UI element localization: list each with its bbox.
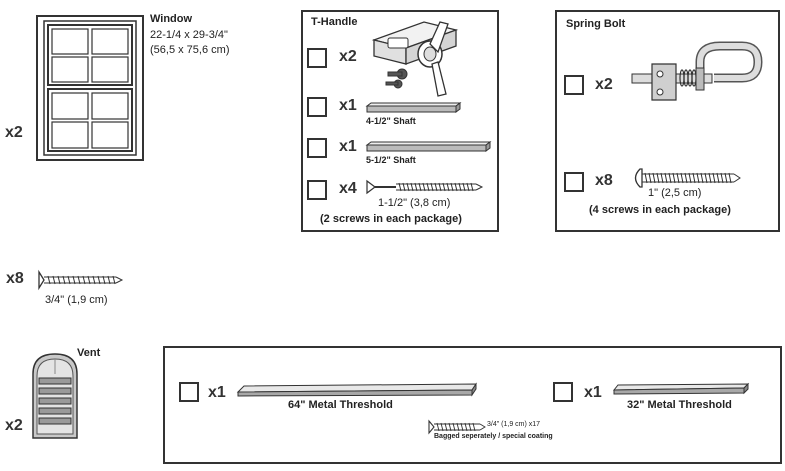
threshold-64-quantity: x1 [208,384,226,401]
threshold-screw-icon [428,419,486,435]
long-screw-icon [366,179,484,195]
shaft-4-5-quantity: x1 [339,97,357,114]
window-quantity: x2 [5,124,23,141]
threshold-screw-note: Bagged seperately / special coating [434,433,553,440]
loose-screws-quantity: x8 [6,270,24,287]
long-screws-note: (2 screws in each package) [320,213,462,225]
loose-screws-size: 3/4" (1,9 cm) [45,294,108,306]
vent-quantity: x2 [5,417,23,434]
spring-bolt-screws-quantity: x8 [595,172,613,189]
window-title: Window [150,13,193,25]
t-handle-quantity: x2 [339,48,357,65]
shaft-4-5-illustration [365,102,462,113]
spring-bolt-screws-size: 1" (2,5 cm) [648,187,702,199]
shaft-5-5-quantity: x1 [339,138,357,155]
shaft-4-5-checkbox[interactable] [307,97,327,117]
short-screw-icon [38,269,124,291]
threshold-screw-size: 3/4" (1,9 cm) x17 [487,421,541,428]
window-size-inches: 22-1/4 x 29-3/4" [150,29,228,41]
long-screws-quantity: x4 [339,180,357,197]
window-size-cm: (56,5 x 75,6 cm) [150,44,230,56]
shaft-5-5-label: 5-1/2" Shaft [366,155,416,165]
threshold-32-checkbox[interactable] [553,382,573,402]
long-screws-checkbox[interactable] [307,180,327,200]
threshold-64-label: 64" Metal Threshold [288,399,393,411]
shaft-5-5-illustration [365,141,492,152]
spring-bolt-screws-note: (4 screws in each package) [589,204,731,216]
vent-title: Vent [77,347,101,359]
vent-illustration [32,353,78,439]
spring-bolt-illustration [631,41,763,101]
spring-bolt-quantity: x2 [595,76,613,93]
threshold-64-checkbox[interactable] [179,382,199,402]
pan-head-screw-icon [634,168,741,188]
threshold-32-label: 32" Metal Threshold [627,399,732,411]
shaft-5-5-checkbox[interactable] [307,138,327,158]
threshold-32-illustration [612,382,750,395]
t-handle-title: T-Handle [311,16,358,28]
spring-bolt-screws-checkbox[interactable] [564,172,584,192]
window-illustration [36,15,144,161]
spring-bolt-checkbox[interactable] [564,75,584,95]
threshold-64-illustration [236,382,477,397]
shaft-4-5-label: 4-1/2" Shaft [366,116,416,126]
t-handle-checkbox[interactable] [307,48,327,68]
spring-bolt-title: Spring Bolt [566,18,626,30]
t-handle-illustration [371,21,459,97]
long-screws-size: 1-1/2" (3,8 cm) [378,197,451,209]
threshold-32-quantity: x1 [584,384,602,401]
threshold-panel [163,346,782,464]
